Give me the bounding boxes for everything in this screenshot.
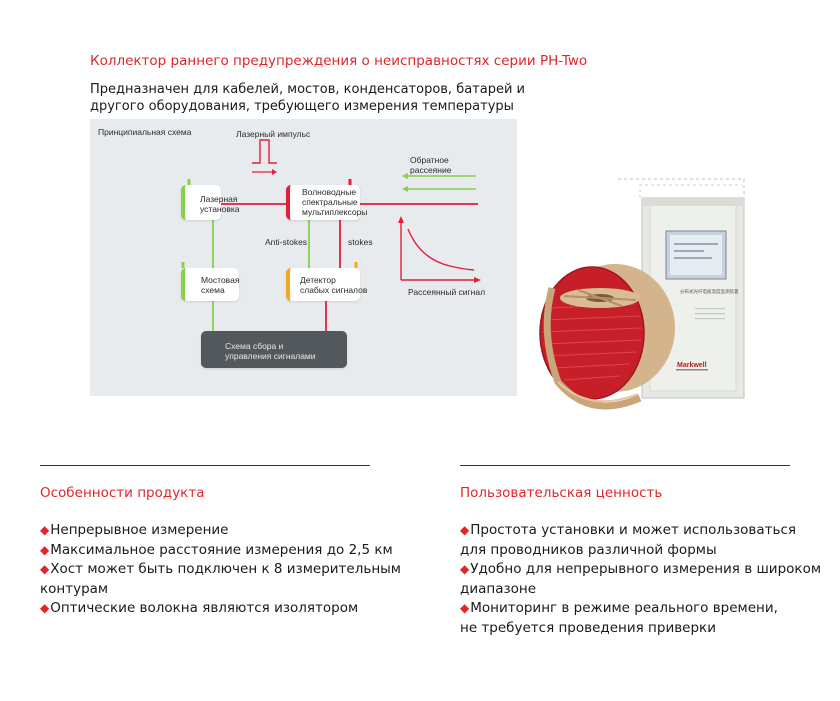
bridge-label: Мостовая схема (201, 275, 239, 295)
backscatter-label: Обратное рассеяние (410, 155, 451, 175)
dashed-outline-top (618, 178, 745, 198)
list-item: ◆Непрерывное измерение (40, 521, 401, 541)
screen-line-2 (674, 250, 704, 252)
laser-unit-label: Лазерная установка (200, 194, 240, 214)
detector-line1: Детектор (300, 275, 336, 285)
features-list: ◆Непрерывное измерение ◆Максимальное рас… (40, 521, 401, 619)
diagram-caption: Принципиальная схема (98, 127, 192, 137)
value-divider (460, 465, 790, 466)
mux-line3: мультиплексоры (302, 207, 368, 217)
diamond-bullet-icon: ◆ (460, 523, 470, 537)
value-list: ◆Простота установки и может использовать… (460, 521, 821, 638)
collector-label: Схема сбора и управления сигналами (225, 341, 316, 361)
panel-text: 分布式光纤电缆温度监测装置 (680, 288, 739, 295)
anti-stokes-label: Anti-stokes (265, 237, 308, 247)
product-illustration: 分布式光纤电缆温度监测装置 Markwell (539, 178, 745, 410)
feature-text: Хост может быть подключен к 8 измеритель… (50, 561, 401, 577)
signal-decay-curve (407, 228, 475, 271)
scatter-signal-label: Рассеянный сигнал (408, 287, 486, 297)
brand-logo: Markwell (677, 362, 707, 369)
product-photo: 分布式光纤电缆温度监测装置 Markwell (530, 168, 820, 418)
pulse-shape (252, 139, 277, 164)
collector-line2: управления сигналами (225, 351, 316, 361)
spool-flange-highlight (557, 381, 639, 403)
list-item: ◆Удобно для непрерывного измерения в шир… (460, 560, 821, 580)
vent-2 (695, 313, 725, 315)
list-item: не требуется проведения приверки (460, 619, 821, 639)
brand-underline (676, 369, 708, 371)
vent-1 (695, 308, 725, 310)
feature-text: Максимальное расстояние измерения до 2,5… (50, 541, 393, 558)
value-text-continuation: не требуется проведения приверки (460, 619, 716, 636)
list-item: диапазоне (460, 580, 821, 600)
laser-pulse-label: Лазерный импульс (236, 129, 311, 139)
backscatter-label-line1: Обратное (410, 155, 449, 165)
diamond-bullet-icon: ◆ (40, 523, 50, 537)
stokes-label: stokes (348, 237, 373, 247)
bridge-box (181, 268, 239, 301)
multiplexer-box (286, 185, 360, 220)
feature-text-continuation: контурам (40, 580, 109, 597)
screen-line-3 (674, 257, 712, 259)
value-text: Удобно для непрерывного измерения в широ… (470, 561, 822, 577)
detector-line2: слабых сигналов (300, 285, 368, 295)
feature-text: Оптические волокна являются изолятором (50, 600, 359, 616)
list-item: ◆Простота установки и может использовать… (460, 521, 821, 541)
value-text-continuation: для проводников различной формы (460, 541, 717, 558)
monitor-display (670, 235, 722, 275)
principle-diagram: Принципиальная схема Лазерный импульс Об… (90, 119, 517, 396)
dashed-outline-inner (639, 184, 742, 198)
list-item: ◆Хост может быть подключен к 8 измерител… (40, 560, 401, 580)
mux-line2: спектральные (302, 197, 358, 207)
signal-y-arrowhead (398, 216, 404, 223)
feature-text: Непрерывное измерение (50, 522, 229, 538)
backscatter-label-line2: рассеяние (410, 165, 452, 175)
page-title: Коллектор раннего предупреждения о неисп… (90, 53, 588, 69)
value-text: Простота установки и может использоватьс… (470, 522, 797, 538)
detector-box (286, 268, 360, 301)
diamond-bullet-icon: ◆ (460, 562, 470, 576)
laser-unit-line1: Лазерная (200, 194, 238, 204)
collector-line1: Схема сбора и (225, 341, 284, 351)
list-item: ◆Оптические волокна являются изолятором (40, 599, 401, 619)
vent-3 (695, 318, 725, 320)
bridge-line2: схема (201, 285, 225, 295)
screen-line-1 (674, 243, 718, 245)
cable-coil-edge (539, 266, 645, 400)
signal-x-arrowhead (474, 277, 481, 283)
mux-line1: Волноводные (302, 187, 357, 197)
list-item: контурам (40, 580, 401, 600)
list-item: ◆Мониторинг в режиме реального времени, (460, 599, 821, 619)
pulse-arrowhead (272, 169, 277, 175)
laser-unit-box (181, 185, 221, 220)
value-title: Пользовательская ценность (460, 485, 663, 501)
backscatter-arrowhead-1 (402, 173, 408, 179)
features-divider (40, 465, 370, 466)
value-text: Мониторинг в режиме реального времени, (470, 600, 778, 616)
multiplexer-label: Волноводные спектральные мультиплексоры (302, 187, 367, 217)
diamond-bullet-icon: ◆ (40, 542, 50, 557)
collector-box (201, 331, 347, 368)
spool-spoke-2 (577, 289, 623, 307)
laser-unit-line2: установка (200, 204, 240, 214)
backscatter-arrowhead-2 (402, 186, 408, 192)
cabinet-top (642, 198, 744, 206)
value-text-continuation: диапазоне (460, 580, 537, 597)
list-item: для проводников различной формы (460, 541, 821, 561)
diamond-bullet-icon: ◆ (460, 601, 470, 615)
detector-label: Детектор слабых сигналов (300, 275, 367, 295)
diamond-bullet-icon: ◆ (40, 562, 50, 576)
diamond-bullet-icon: ◆ (40, 601, 50, 615)
diagram-lines (181, 139, 481, 333)
bridge-line1: Мостовая (201, 275, 240, 285)
list-item: ◆Максимальное расстояние измерения до 2,… (40, 541, 401, 561)
features-title: Особенности продукта (40, 485, 205, 501)
